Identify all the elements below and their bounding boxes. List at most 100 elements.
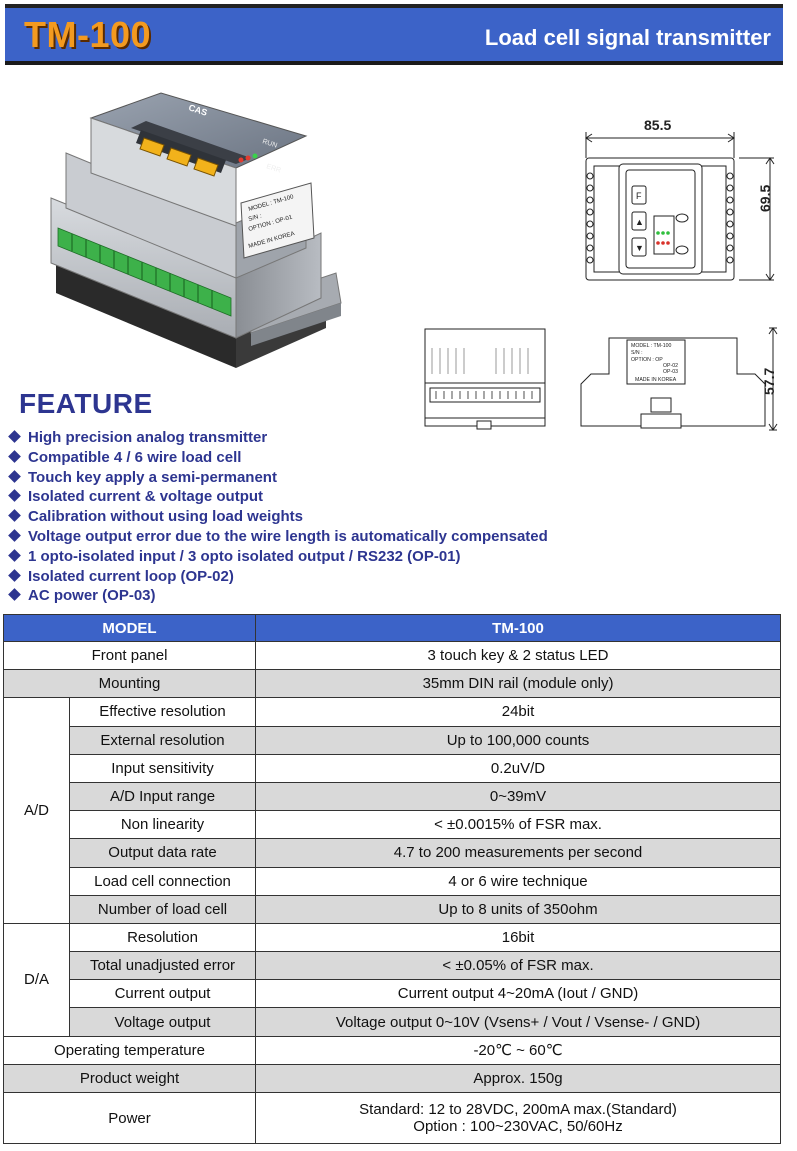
feature-item: AC power (OP-03)	[8, 586, 548, 606]
diamond-bullet-icon	[8, 509, 21, 523]
table-row: D/A Resolution 16bit	[3, 922, 782, 1037]
feature-item: 1 opto-isolated input / 3 opto isolated …	[8, 547, 548, 567]
table-row: Input sensitivity 0.2uV/D	[4, 753, 782, 783]
row-value: Up to 100,000 counts	[255, 725, 782, 755]
diamond-bullet-icon	[8, 489, 21, 503]
ad-group-label: A/D	[3, 697, 70, 924]
row-value: Up to 8 units of 350ohm	[255, 894, 782, 924]
row-value: Approx. 150g	[255, 1063, 782, 1094]
row-value: < ±0.05% of FSR max.	[255, 951, 782, 981]
row-label: Effective resolution	[68, 697, 257, 727]
row-label: A/D Input range	[68, 781, 257, 812]
row-label: Resolution	[68, 922, 257, 953]
header-model-value: TM-100	[255, 614, 782, 642]
header-model-name: TM-100	[24, 14, 152, 55]
row-label: Product weight	[2, 1063, 257, 1094]
header-model-label: MODEL	[2, 614, 257, 642]
row-value: 0~39mV	[255, 781, 782, 812]
row-value: 0.2uV/D	[255, 753, 782, 783]
row-value: -20℃ ~ 60℃	[255, 1035, 782, 1065]
feature-item: Touch key apply a semi-permanent	[8, 468, 548, 488]
row-label: Non linearity	[68, 810, 257, 840]
row-value: 35mm DIN rail (module only)	[255, 669, 782, 699]
drawing-key-up: ▲	[635, 217, 644, 227]
diamond-bullet-icon	[8, 568, 21, 582]
row-label: Output data rate	[68, 838, 257, 868]
table-row: Load cell connection 4 or 6 wire techniq…	[4, 866, 782, 896]
drawing-label-line-5: OP-03	[663, 369, 678, 375]
feature-item: Isolated current & voltage output	[8, 487, 548, 507]
row-value: Standard: 12 to 28VDC, 200mA max.(Standa…	[255, 1092, 782, 1144]
diamond-bullet-icon	[8, 430, 21, 443]
feature-item: Calibration without using load weights	[8, 507, 548, 527]
row-label: Load cell connection	[68, 866, 257, 896]
header-bar: TM-100 Load cell signal transmitter	[5, 8, 783, 65]
diamond-bullet-icon	[8, 529, 21, 542]
table-row: Power Standard: 12 to 28VDC, 200mA max.(…	[2, 1092, 782, 1144]
row-label: Total unadjusted error	[68, 951, 257, 981]
row-label: Voltage output	[68, 1007, 257, 1037]
row-value: 4.7 to 200 measurements per second	[255, 838, 782, 868]
table-row: Output data rate 4.7 to 200 measurements…	[4, 838, 782, 868]
diamond-bullet-icon	[8, 588, 21, 602]
table-row: Total unadjusted error < ±0.05% of FSR m…	[4, 951, 782, 981]
photo-led-run: RUN	[261, 138, 278, 149]
row-label: Current output	[68, 979, 257, 1009]
table-row: Product weight Approx. 150g	[2, 1063, 782, 1094]
feature-item: Compatible 4 / 6 wire load cell	[8, 448, 548, 468]
drawing-label-line-2: S/N :	[631, 350, 643, 356]
diamond-bullet-icon	[8, 469, 21, 483]
table-row: Non linearity < ±0.0015% of FSR max.	[4, 810, 782, 840]
row-label: Front panel	[2, 640, 257, 671]
feature-list: High precision analog transmitter Compat…	[8, 428, 548, 606]
header-top-rule	[5, 4, 783, 8]
row-value: Current output 4~20mA (Iout / GND)	[255, 979, 782, 1009]
feature-item: High precision analog transmitter	[8, 428, 548, 448]
row-label: Power	[2, 1092, 257, 1144]
row-value: 3 touch key & 2 status LED	[255, 640, 782, 671]
front-view-drawing: F ▲ ▼	[585, 132, 775, 281]
drawing-label-line-3: OPTION : OP	[631, 357, 663, 363]
row-label: External resolution	[68, 725, 257, 755]
row-value: < ±0.0015% of FSR max.	[255, 810, 782, 840]
photo-led-err: ERR	[265, 163, 281, 174]
table-row: Operating temperature -20℃ ~ 60℃	[2, 1035, 782, 1065]
table-row: Number of load cell Up to 8 units of 350…	[4, 894, 782, 924]
feature-item: Isolated current loop (OP-02)	[8, 567, 548, 587]
table-row: Voltage output Voltage output 0~10V (Vse…	[4, 1007, 782, 1037]
row-label: Mounting	[2, 669, 257, 699]
diamond-bullet-icon	[8, 449, 21, 463]
drawing-label-line-6: MADE IN KOREA	[635, 377, 677, 383]
side-view-drawing	[424, 328, 546, 430]
table-row: External resolution Up to 100,000 counts	[4, 725, 782, 755]
table-row: Current output Current output 4~20mA (Io…	[4, 979, 782, 1009]
drawing-key-f: F	[636, 191, 642, 201]
dimension-width-label: 85.5	[644, 117, 672, 133]
feature-title: FEATURE	[19, 388, 153, 419]
photo-label-line-2: S/N :	[248, 213, 263, 223]
row-label: Input sensitivity	[68, 753, 257, 783]
row-value: Voltage output 0~10V (Vsens+ / Vout / Vs…	[255, 1007, 782, 1037]
drawing-label-line-1: MODEL : TM-100	[631, 343, 671, 349]
spec-table: MODEL TM-100 Front panel 3 touch key & 2…	[2, 614, 782, 1144]
table-row: Mounting 35mm DIN rail (module only)	[2, 669, 782, 699]
row-value: 16bit	[255, 922, 782, 953]
product-photo: MODEL : TM-100 S/N : OPTION : OP-01 MADE…	[50, 92, 342, 368]
table-row: A/D Effective resolution 24bit	[3, 697, 782, 924]
feature-item: Voltage output error due to the wire len…	[8, 527, 548, 547]
table-header-row: MODEL TM-100	[2, 614, 782, 642]
power-standard-line: Standard: 12 to 28VDC, 200mA max.(Standa…	[359, 1101, 677, 1118]
da-group-label: D/A	[3, 922, 70, 1037]
drawing-label-line-4: OP-02	[663, 363, 678, 369]
header-subtitle: Load cell signal transmitter	[484, 25, 771, 50]
top-view-drawing: MODEL : TM-100 S/N : OPTION : OP OP-02 O…	[580, 327, 778, 431]
diamond-bullet-icon	[8, 548, 21, 562]
drawing-key-down: ▼	[635, 243, 644, 253]
table-row: A/D Input range 0~39mV	[4, 781, 782, 812]
table-row: Front panel 3 touch key & 2 status LED	[2, 640, 782, 671]
row-label: Operating temperature	[2, 1035, 257, 1065]
row-value: 24bit	[255, 697, 782, 727]
power-option-line: Option : 100~230VAC, 50/60Hz	[413, 1118, 623, 1135]
row-label: Number of load cell	[68, 894, 257, 924]
row-value: 4 or 6 wire technique	[255, 866, 782, 896]
